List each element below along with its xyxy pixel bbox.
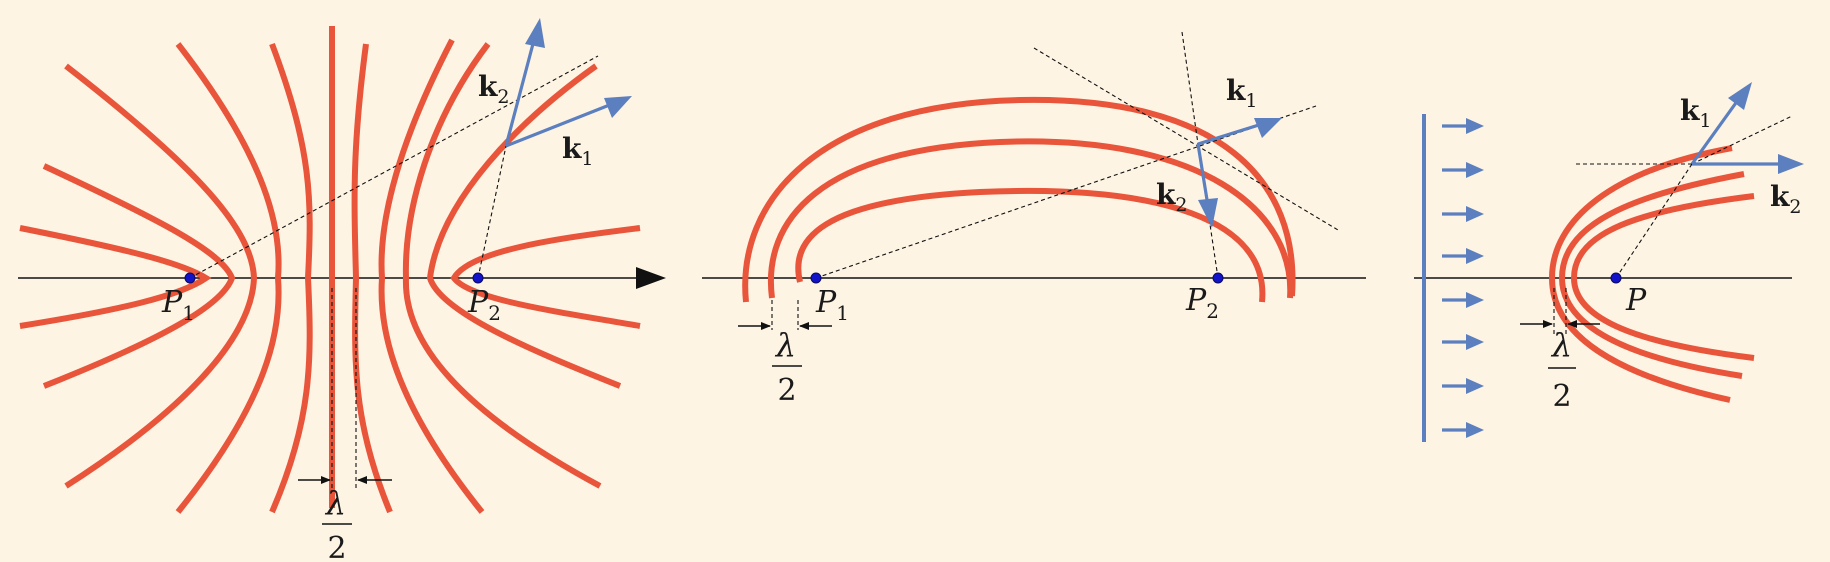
middle-k1-vector <box>1197 122 1263 146</box>
middle-point-1 <box>810 272 822 284</box>
left-dash-p1-ray <box>189 55 599 279</box>
right-k1-vector <box>1690 99 1740 165</box>
left-fringe-l5 <box>19 225 212 329</box>
right-plane-arrowhead-4 <box>1466 248 1484 264</box>
left-k2-arrowhead <box>525 18 545 48</box>
middle-spacing-numerator: λ <box>774 326 796 364</box>
right-spacing-numerator: λ <box>1550 326 1572 364</box>
left-axis-arrowhead <box>636 267 666 289</box>
left-fringe-l2 <box>175 42 282 514</box>
middle-fringe-outer <box>742 96 1296 303</box>
right-plane-arrowhead-8 <box>1466 422 1484 438</box>
right-point <box>1610 272 1622 284</box>
right-plane-arrowhead-6 <box>1466 334 1484 350</box>
left-fringe-l1 <box>269 42 313 514</box>
right-point-label: P <box>1625 283 1647 318</box>
right-plane-arrowhead-3 <box>1466 206 1484 222</box>
right-k2-arrowhead <box>1778 154 1804 174</box>
left-spacing-numerator: λ <box>324 484 346 522</box>
left-k1-vector <box>505 102 613 148</box>
right-fringe-inner <box>1570 193 1755 361</box>
left-fringe-l4 <box>42 163 236 389</box>
right-k1-arrowhead <box>1728 82 1752 110</box>
right-spacing-denominator: 2 <box>1552 379 1571 414</box>
left-spacing-label: λ 2 <box>322 484 352 562</box>
left-k2-vector <box>504 39 536 147</box>
middle-point-2-label: P2 <box>1185 283 1219 323</box>
right-plane-arrowhead-5 <box>1466 292 1484 308</box>
middle-k2-vector <box>1196 143 1210 207</box>
middle-dash-normal <box>1181 31 1199 145</box>
right-k1-label: k1 <box>1680 94 1712 132</box>
middle-k2-label: k2 <box>1156 178 1188 216</box>
right-plane-wave-arrows <box>1442 118 1484 438</box>
right-dash-p-ray <box>1615 163 1693 279</box>
middle-k2-arrowhead <box>1198 198 1218 228</box>
panel-middle: P1 P2 k1 k2 λ 2 <box>702 31 1366 408</box>
left-spacing-denominator: 2 <box>327 531 346 562</box>
right-spacing-label: λ 2 <box>1548 326 1576 414</box>
right-plane-arrowhead-7 <box>1466 378 1484 394</box>
left-fringe-r1 <box>351 43 393 514</box>
right-plane-arrowhead-1 <box>1466 118 1484 134</box>
middle-fringe-middle <box>767 138 1294 299</box>
left-fringe-r4 <box>426 63 622 389</box>
right-dash-diagonal <box>1691 115 1793 165</box>
left-k1-arrowhead <box>604 96 632 118</box>
middle-spacing-label: λ 2 <box>772 326 802 408</box>
middle-fringe-inner <box>795 187 1266 303</box>
left-point-1 <box>184 272 196 284</box>
right-k2-label: k2 <box>1770 180 1802 218</box>
panel-right: P k1 k2 λ 2 <box>1414 82 1804 442</box>
left-fringe-r5 <box>450 225 641 329</box>
middle-k1-arrowhead <box>1254 118 1282 138</box>
middle-k1-label: k1 <box>1226 74 1258 112</box>
left-dash-p2-ray <box>477 145 507 279</box>
left-point-2-label: P2 <box>467 285 501 325</box>
left-k1-label: k1 <box>562 132 594 170</box>
left-fringe-r3 <box>402 42 602 489</box>
right-plane-arrowhead-2 <box>1466 162 1484 178</box>
left-fringes <box>19 26 641 514</box>
left-fringe-l3 <box>64 63 258 489</box>
middle-spacing-denominator: 2 <box>777 373 796 408</box>
right-fringe-outer <box>1548 145 1733 403</box>
middle-dash-tangent <box>1033 47 1339 231</box>
panel-left: P1 P2 k2 k1 λ 2 <box>18 18 666 562</box>
left-fringe-r2 <box>378 38 485 514</box>
middle-point-1-label: P1 <box>815 285 849 325</box>
left-k2-label: k2 <box>478 70 510 108</box>
middle-point-2 <box>1212 272 1224 284</box>
right-fringe-middle <box>1558 171 1745 379</box>
left-point-2 <box>472 272 484 284</box>
left-point-1-label: P1 <box>161 285 195 325</box>
